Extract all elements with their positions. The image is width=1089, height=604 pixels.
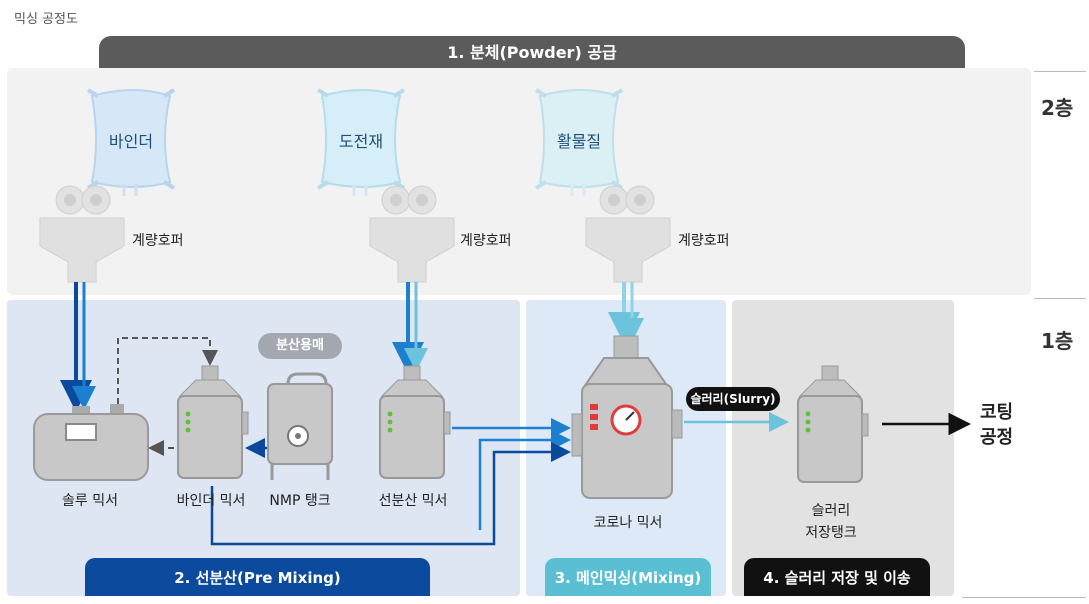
binder-bag-icon <box>86 88 176 190</box>
coating-line-2: 공정 <box>980 427 1014 448</box>
stage-storage-label: 4. 슬러리 저장 및 이송 <box>744 558 930 596</box>
stage-powder-supply-banner: 1. 분체(Powder) 공급 <box>99 36 965 68</box>
bag-label-binder: 바인더 <box>108 132 154 151</box>
slurry-tag: 슬러리(Slurry) <box>686 387 780 411</box>
binder-feed-line <box>60 282 96 412</box>
corona-mixer-icon <box>571 335 683 499</box>
slurry-tank-label-2: 저장탱크 <box>805 525 857 541</box>
conductor-bypass-line <box>478 430 571 530</box>
bag-label-conductor: 도전재 <box>338 132 384 151</box>
floor-divider-middle <box>1034 298 1086 299</box>
hopper-label-1: 계량호퍼 <box>132 233 184 249</box>
bag-label-active-material: 활물질 <box>556 132 602 151</box>
coating-process-label: 코팅 공정 <box>980 400 1013 450</box>
conductor-bag-icon <box>316 88 406 190</box>
coating-line-1: 코팅 <box>980 402 1014 423</box>
binder-mixer-label: 바인더 믹서 <box>176 493 246 509</box>
conductor-feed-line <box>392 282 428 374</box>
binder-to-corona-line <box>210 442 571 546</box>
solu-mixer-icon <box>33 404 149 481</box>
pre-dispersion-mixer-icon <box>379 365 451 479</box>
nmp-tank-icon <box>267 372 333 480</box>
floor-divider-top <box>1034 71 1086 72</box>
slurry-storage-tank-icon <box>797 365 869 483</box>
corona-mixer-label: 코로나 믹서 <box>593 515 663 531</box>
slurry-tank-label-1: 슬러리 <box>811 503 851 519</box>
zone-floor-2 <box>7 68 1031 295</box>
nmp-tank-label: NMP 탱크 <box>269 493 331 509</box>
solvent-tag: 분산용매 <box>258 333 342 359</box>
binder-mixer-icon <box>177 365 249 479</box>
floor-divider-bottom <box>962 597 1086 598</box>
pre-disp-mixer-label: 선분산 믹서 <box>378 493 448 509</box>
hopper-conductor-icon <box>369 185 455 283</box>
hopper-label-3: 계량호퍼 <box>678 233 730 249</box>
hopper-label-2: 계량호퍼 <box>460 233 512 249</box>
hopper-active-material-icon <box>585 185 671 283</box>
floor-label-1: 1층 <box>1041 329 1074 353</box>
page-label: 믹싱 공정도 <box>14 12 78 27</box>
dashed-return-line <box>117 337 218 404</box>
hopper-binder-icon <box>39 185 125 283</box>
stage-main-mixing-label: 3. 메인믹싱(Mixing) <box>545 558 711 596</box>
stage-pre-mixing-label: 2. 선분산(Pre Mixing) <box>85 558 430 596</box>
solu-mixer-label: 솔루 믹서 <box>62 493 118 509</box>
active-material-feed-line <box>608 282 644 344</box>
floor-label-2: 2층 <box>1041 96 1074 120</box>
active-material-bag-icon <box>534 88 624 190</box>
